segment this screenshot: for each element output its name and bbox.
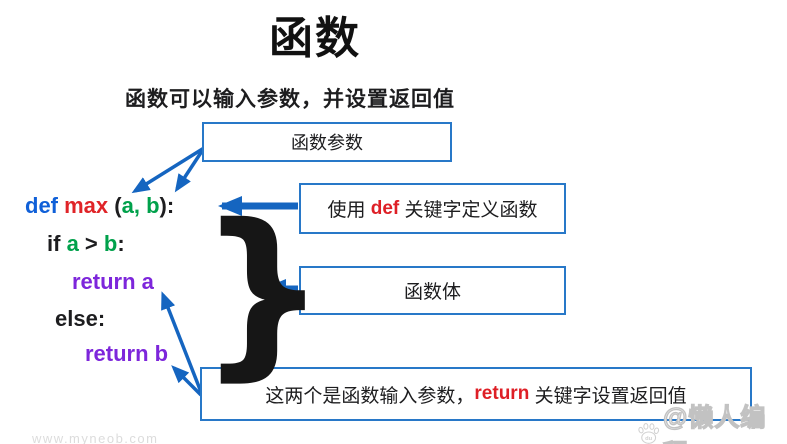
callout-def-keyword-word: def	[370, 197, 400, 219]
function-body-brace: }	[198, 185, 328, 397]
callout-return-text-post: 关键字设置返回值	[529, 385, 687, 407]
callout-return-keyword-word: return	[474, 383, 530, 404]
callout-def-text-post: 关键字定义函数	[399, 200, 538, 221]
watermark-site-url: www.myneob.com	[32, 431, 159, 444]
code-line-return-a: return a	[72, 269, 154, 294]
arrow-return-callout-to-return-a	[161, 291, 203, 393]
code-line-else: else:	[55, 306, 106, 331]
callout-return-keyword: 这两个是函数输入参数， return 关键字设置返回值	[200, 367, 752, 421]
subtitle: 函数可以输入参数，并设置返回值	[125, 88, 455, 111]
svg-text:du: du	[645, 436, 653, 442]
callout-return-text-pre: 这两个是函数输入参数，	[265, 385, 475, 407]
watermark-handle-text: @懒人编程	[662, 403, 767, 444]
arrow-params-to-a	[131, 146, 205, 194]
callout-function-body-label: 函数体	[403, 282, 461, 303]
code-line-return-b: return b	[85, 341, 169, 366]
code-line-def: def max (a, b):	[25, 193, 175, 218]
callout-function-params: 函数参数	[202, 122, 452, 162]
callout-function-params-label: 函数参数	[291, 133, 363, 153]
arrow-return-callout-to-return-b	[171, 365, 203, 397]
code-line-if: if a > b:	[47, 231, 125, 256]
baidu-paw-icon: du	[638, 423, 660, 444]
callout-def-keyword: 使用 def 关键字定义函数	[299, 183, 566, 234]
callout-function-body: 函数体	[299, 266, 566, 315]
page-title: 函数	[269, 14, 361, 63]
callout-def-text-pre: 使用	[327, 200, 371, 221]
arrow-params-to-b	[174, 147, 206, 193]
watermark-handle: du @懒人编程	[636, 398, 787, 444]
